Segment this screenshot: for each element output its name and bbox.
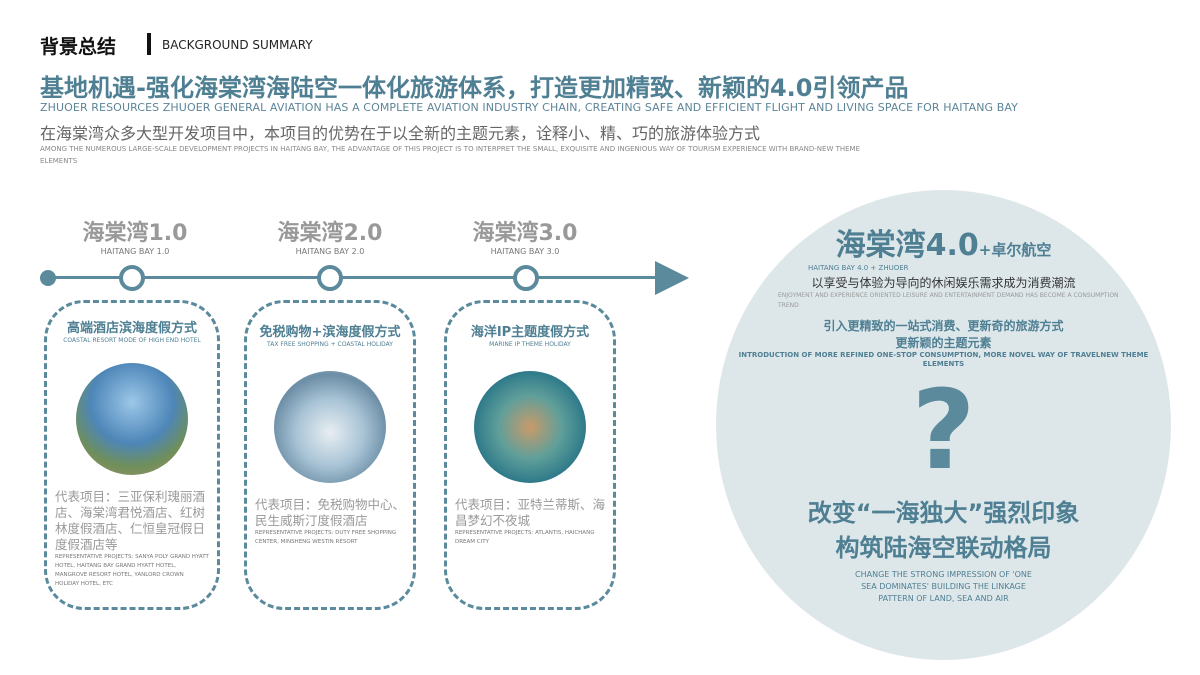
future-circle: 海棠湾4.0+卓尔航空 HAITANG BAY 4.0 + ZHUOER 以享受… [716,190,1171,660]
future-line1: 以享受与体验为导向的休闲娱乐需求成为消费潮流 [811,276,1076,290]
card-title: 免税购物+滨海度假方式 [259,325,401,340]
card-desc-en: REPRESENTATIVE PROJECTS: DUTY FREE SHOPP… [255,530,397,545]
card-title: 高端酒店滨海度假方式 [66,321,197,336]
future-line2-en: INTRODUCTION OF MORE REFINED ONE-STOP CO… [738,351,1149,368]
card-title-en: MARINE IP THEME HOLIDAY [489,341,571,348]
theme-park-photo [474,371,586,483]
card-title-en: COASTAL RESORT MODE OF HIGH END HOTEL [63,337,201,344]
future-line1-en: ENJOYMENT AND EXPERIENCE ORIENTED LEISUR… [778,292,1119,309]
card-desc-en: REPRESENTATIVE PROJECTS: SANYA POLY GRAN… [55,554,209,587]
future-line2: 引入更精致的一站式消费、更新奇的旅游方式 [823,319,1064,333]
card-title-en: TAX FREE SHOPPING + COASTAL HOLIDAY [267,341,393,348]
timeline-start-dot [40,270,56,286]
card-title: 海洋IP主题度假方式 [470,325,590,340]
future-title-row: 海棠湾4.0+卓尔航空 [716,220,1171,264]
title-divider [147,33,151,55]
stage-3-label: 海棠湾3.0 [472,221,578,246]
stage-1-label: 海棠湾1.0 [82,221,188,246]
question-mark-icon: ? [911,366,976,494]
slogan-2: 构筑陆海空联动格局 [835,534,1052,562]
future-line3: 更新颖的主题元素 [895,336,992,350]
timeline-line [45,276,665,279]
timeline-node-3 [513,265,539,291]
future-title: 海棠湾4.0 [835,228,979,263]
future-sub: HAITANG BAY 4.0 + ZHUOER [808,264,909,272]
section-subtitle: BACKGROUND SUMMARY [162,38,313,52]
stage-1-sub: HAITANG BAY 1.0 [100,247,170,256]
slogan-en: CHANGE THE STRONG IMPRESSION OF 'ONE SEA… [855,570,1032,603]
arrow-right-icon [655,261,689,295]
card-desc: 代表项目：三亚保利瑰丽酒店、海棠湾君悦酒店、红树林度假酒店、仁恒皇冠假日度假酒店… [55,489,206,552]
timeline-node-2 [317,265,343,291]
stage-2-card: 免税购物+滨海度假方式 TAX FREE SHOPPING + COASTAL … [244,300,416,610]
card-desc-en: REPRESENTATIVE PROJECTS: ATLANTIS, HAICH… [455,530,595,545]
stage-3-card: 海洋IP主题度假方式 MARINE IP THEME HOLIDAY 代表项目：… [444,300,616,610]
timeline-node-1 [119,265,145,291]
stage-2-label: 海棠湾2.0 [277,221,383,246]
slogan-1: 改变“一海独大”强烈印象 [807,499,1080,527]
headline: 基地机遇-强化海棠湾海陆空一体化旅游体系，打造更加精致、新颖的4.0引领产品 [40,74,909,102]
stage-3-sub: HAITANG BAY 3.0 [490,247,560,256]
stage-1-card: 高端酒店滨海度假方式 COASTAL RESORT MODE OF HIGH E… [44,300,220,610]
card-desc: 代表项目：亚特兰蒂斯、海昌梦幻不夜城 [455,497,606,528]
subheadline-en: AMONG THE NUMEROUS LARGE-SCALE DEVELOPME… [40,145,861,165]
headline-en: ZHUOER RESOURCES ZHUOER GENERAL AVIATION… [40,101,1018,114]
future-title-plus: +卓尔航空 [978,241,1052,259]
section-title: 背景总结 [40,36,117,58]
card-desc: 代表项目：免税购物中心、民生威斯汀度假酒店 [255,497,406,528]
stage-2-sub: HAITANG BAY 2.0 [295,247,365,256]
subheadline: 在海棠湾众多大型开发项目中，本项目的优势在于以全新的主题元素，诠释小、精、巧的旅… [40,124,761,143]
hotel-photo [76,363,188,475]
shopping-photo [274,371,386,483]
